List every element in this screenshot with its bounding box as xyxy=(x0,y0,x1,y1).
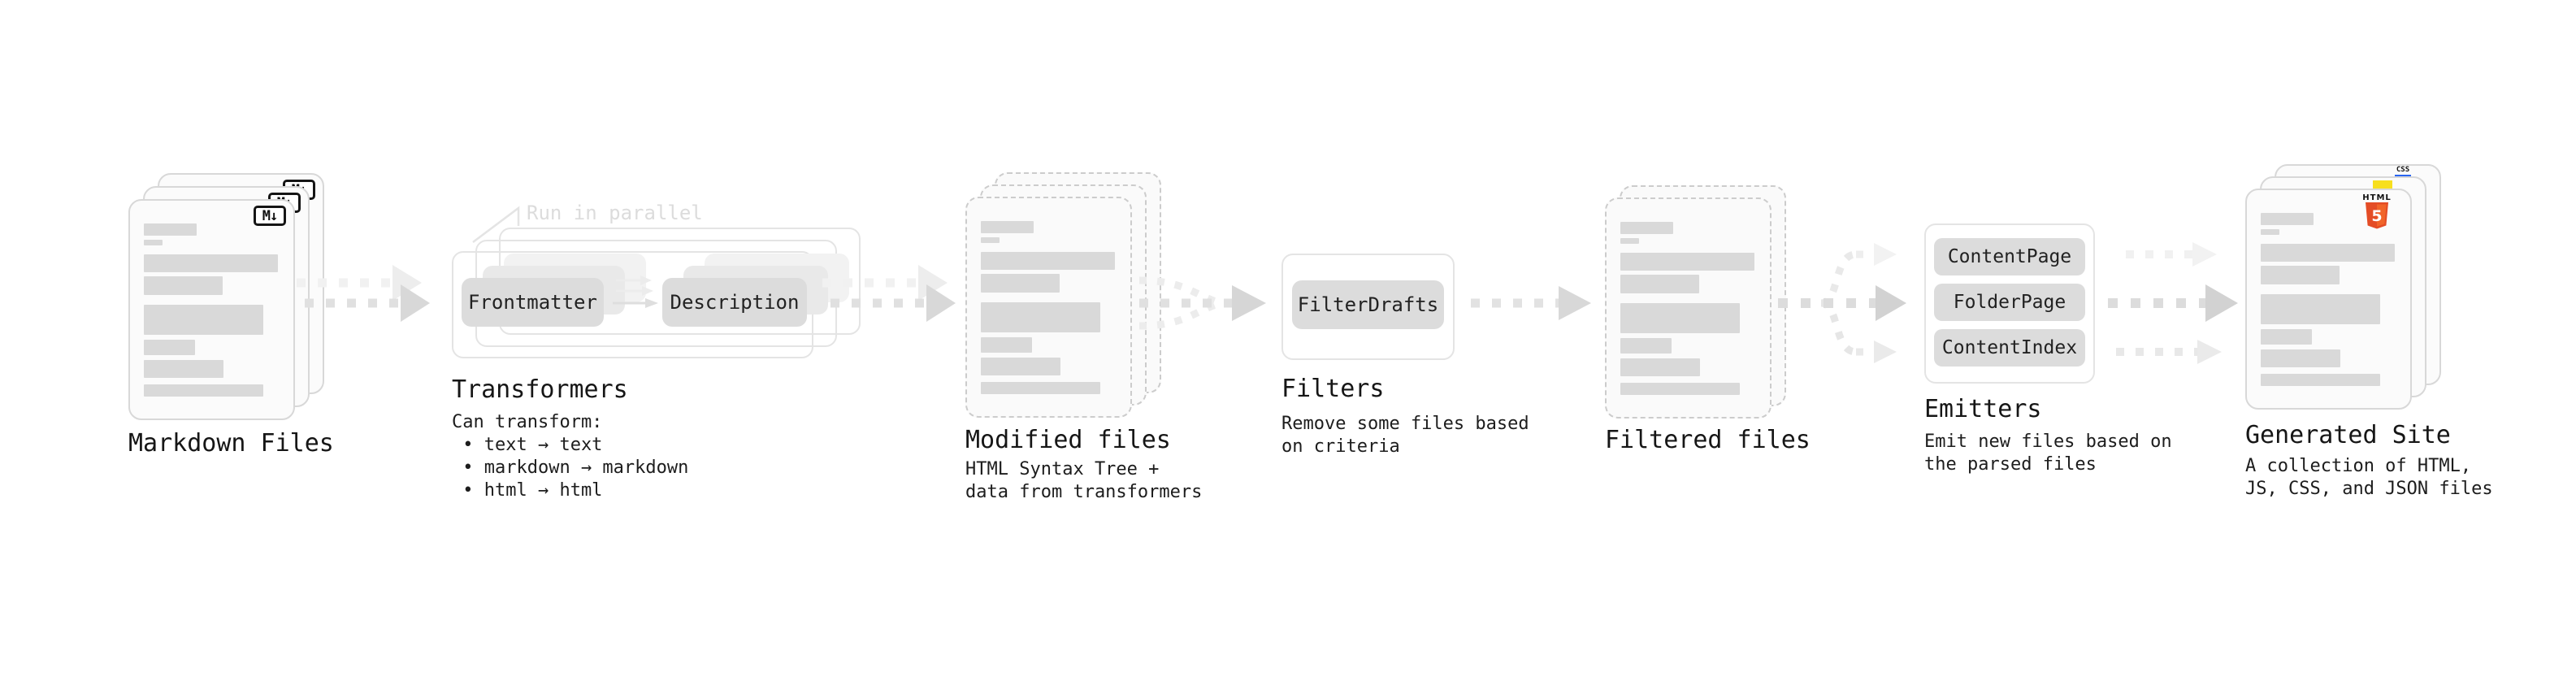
caption-line: • html → html xyxy=(452,480,603,501)
svg-text:5: 5 xyxy=(2371,207,2382,225)
document-card xyxy=(1605,197,1772,419)
caption-line: • text → text xyxy=(452,435,603,455)
modified-files-caption: HTML Syntax Tree + data from transformer… xyxy=(965,458,1202,504)
emitter-pill-folderpage: FolderPage xyxy=(1934,284,2085,321)
caption-line: JS, CSS, and JSON files xyxy=(2245,479,2493,499)
arrow-transformers-to-modified xyxy=(822,265,956,322)
filter-pill-filterdrafts: FilterDrafts xyxy=(1292,280,1444,329)
arrow-markdown-to-transformers xyxy=(297,265,430,322)
arrow-emitters-to-generated xyxy=(2108,242,2238,364)
html5-shield: 5 xyxy=(2366,202,2388,229)
document-content-placeholder xyxy=(981,221,1119,394)
emitters-box xyxy=(1924,223,2095,384)
caption-line: Emit new files based on xyxy=(1924,432,2172,452)
document-card xyxy=(965,197,1132,418)
note-leader-line xyxy=(472,206,520,243)
html5-icon: HTML 5 xyxy=(2362,193,2392,229)
caption-line: the parsed files xyxy=(1924,454,2097,475)
document-content-placeholder xyxy=(144,223,282,397)
css-word: CSS xyxy=(2396,166,2410,174)
transformer-pill-description: Description xyxy=(662,278,807,327)
caption-line: • markdown → markdown xyxy=(452,458,689,478)
transformers-caption: Can transform: • text → text • markdown … xyxy=(452,411,688,502)
arrow-modified-to-filters xyxy=(1138,276,1266,330)
document-content-placeholder xyxy=(2261,213,2399,386)
caption-line: Can transform: xyxy=(452,412,603,432)
stage-label-markdown-files: Markdown Files xyxy=(128,429,334,458)
markdown-icon: M↓ xyxy=(254,206,286,226)
arrow-filtered-to-emitters xyxy=(1778,243,1906,363)
caption-line: Remove some files based xyxy=(1281,414,1529,434)
caption-line: data from transformers xyxy=(965,482,1203,502)
run-in-parallel-note: Run in parallel xyxy=(527,202,703,224)
stage-transformers: Frontmatter Description xyxy=(452,228,883,366)
document-card: HTML 5 xyxy=(2245,189,2412,410)
caption-line: HTML Syntax Tree + xyxy=(965,459,1160,479)
filters-caption: Remove some files based on criteria xyxy=(1281,413,1529,458)
arrow-filters-to-filtered xyxy=(1471,286,1591,320)
stage-label-modified-files: Modified files xyxy=(965,426,1171,454)
stage-label-emitters: Emitters xyxy=(1924,395,2042,423)
emitter-pill-contentindex: ContentIndex xyxy=(1934,329,2085,367)
filters-box xyxy=(1281,254,1455,360)
emitter-pill-contentpage: ContentPage xyxy=(1934,238,2085,275)
parallel-arrows-icon xyxy=(613,275,658,308)
transformer-pill-frontmatter: Frontmatter xyxy=(462,278,604,327)
document-card: M↓ xyxy=(128,199,295,420)
generated-site-caption: A collection of HTML, JS, CSS, and JSON … xyxy=(2245,455,2493,501)
stage-label-generated-site: Generated Site xyxy=(2245,421,2451,449)
caption-line: on criteria xyxy=(1281,436,1400,457)
stage-label-filters: Filters xyxy=(1281,375,1385,403)
emitters-caption: Emit new files based on the parsed files xyxy=(1924,431,2172,476)
html5-word: HTML xyxy=(2362,193,2392,202)
stage-label-transformers: Transformers xyxy=(452,375,628,404)
document-content-placeholder xyxy=(1620,222,1759,395)
caption-line: A collection of HTML, xyxy=(2245,456,2472,476)
js-icon xyxy=(2373,180,2392,189)
stage-label-filtered-files: Filtered files xyxy=(1605,426,1811,454)
